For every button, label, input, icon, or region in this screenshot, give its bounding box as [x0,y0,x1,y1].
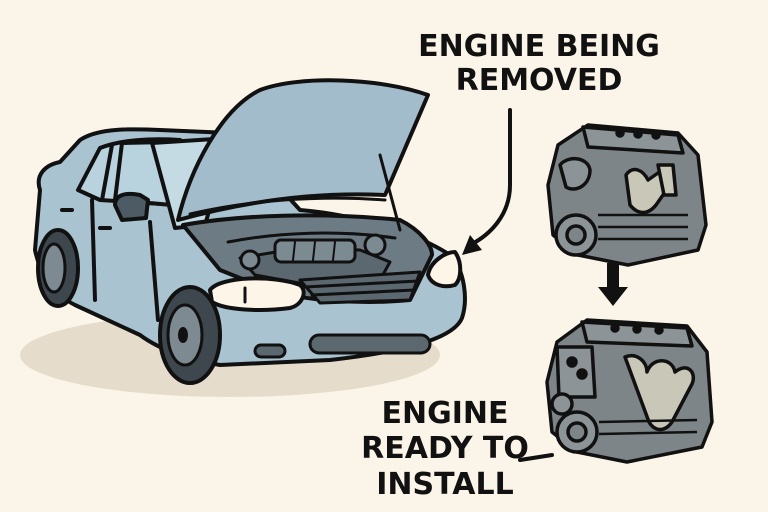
engine-ready-label: ENGINE READY TO INSTALL [360,396,530,502]
engine-removed-line2: REMOVED [455,62,623,98]
engine-ready-line1: ENGINE [381,396,509,431]
engine-ready-line2: READY TO [361,431,529,467]
engine-icon [546,123,708,267]
engine-removed-label: ENGINE BEING REMOVED [408,30,670,97]
engine-removed-line1: ENGINE BEING [418,29,660,64]
engine-icon [545,318,714,464]
engine-ready-line3: INSTALL [376,466,514,502]
curved-arrow-icon [462,108,512,255]
car-icon [33,78,467,385]
leader-line [518,453,554,462]
arrow-down-icon [598,263,628,306]
